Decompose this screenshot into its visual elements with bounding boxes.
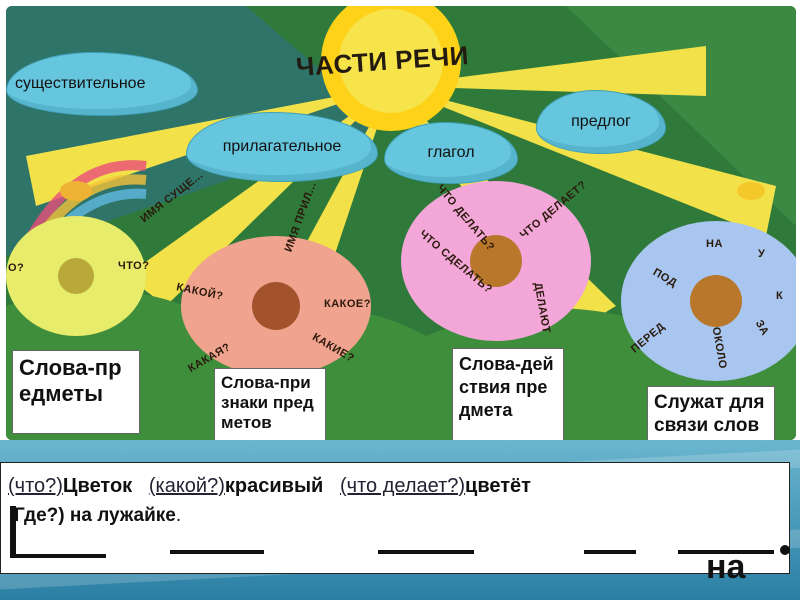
word-blooms: цветёт: [465, 475, 531, 497]
question-does: (что делает?): [340, 475, 466, 497]
noun-petal-2: ЧТО?: [118, 260, 150, 272]
word-beautiful: красивый: [224, 475, 324, 497]
sentence-panel: [0, 462, 790, 574]
cloud-preposition: предлог: [536, 90, 666, 154]
answer-preposition: на: [706, 548, 746, 586]
underline-verb: [378, 550, 474, 554]
verb-flower: [401, 181, 591, 341]
cloud-verb: глагол: [384, 122, 518, 184]
adjective-petal-2: КАКОЕ?: [324, 298, 371, 310]
sentence-line-2: Где?) на лужайке.: [8, 505, 181, 527]
noun-petal-1: О?: [8, 262, 25, 274]
card-adjective: Слова-признаки предметов: [214, 368, 326, 440]
underline-bracket: [10, 506, 16, 558]
noun-flower: [6, 216, 146, 336]
cloud-adjective-label: прилагательное: [222, 138, 342, 155]
sentence-period: .: [175, 505, 182, 526]
underline-preposition: [584, 550, 636, 554]
end-dot: [780, 545, 790, 555]
cloud-noun-label: существительное: [15, 75, 146, 92]
cloud-verb-label: глагол: [427, 144, 475, 161]
question-where: Где?): [14, 505, 65, 526]
card-verb: Слова-действия предмета: [452, 348, 564, 440]
butterfly-shape: [60, 181, 92, 201]
adjective-flower: [181, 236, 371, 376]
underline-place: [678, 550, 774, 554]
card-verb-text: Слова-действия предмета: [459, 354, 554, 420]
cloud-noun: существительное: [6, 52, 198, 116]
underline-noun: [10, 554, 106, 558]
question-which: (какой?): [148, 475, 225, 497]
word-on-lawn: на лужайке: [69, 505, 176, 526]
card-noun-text: Слова-предметы: [19, 355, 122, 406]
card-noun: Слова-предметы: [12, 350, 140, 434]
preposition-flower: [621, 221, 796, 381]
word-flower: Цветок: [62, 475, 133, 497]
cloud-adjective: прилагательное: [186, 112, 378, 182]
bee-shape: [737, 182, 765, 200]
cloud-preposition-label: предлог: [571, 113, 631, 130]
card-preposition-text: Служат для связи слов: [654, 392, 765, 436]
preposition-petal-4: К: [776, 290, 784, 302]
card-adjective-text: Слова-признаки предметов: [221, 373, 314, 432]
underline-adjective: [170, 550, 264, 554]
sentence-line-1: (что?)Цветок (какой?)красивый (что делае…: [8, 475, 531, 498]
preposition-petal-2: У: [758, 248, 766, 260]
preposition-petal-1: НА: [706, 238, 723, 250]
poster-illustration: ЧАСТИ РЕЧИ ИМЯ СУЩЕ... ИМЯ ПРИЛ... сущес…: [6, 6, 796, 440]
card-preposition: Служат для связи слов: [647, 386, 775, 440]
question-what: (что?): [8, 475, 63, 497]
